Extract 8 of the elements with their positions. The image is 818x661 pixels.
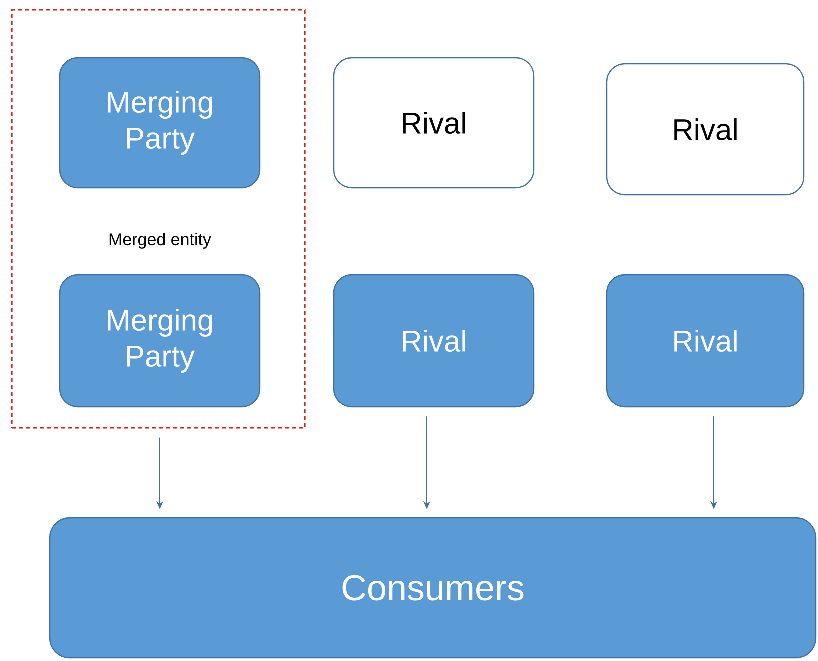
process-box: Merging Party (59, 274, 261, 408)
consumer-box: Consumers (49, 517, 817, 659)
process-box: Rival (606, 63, 805, 196)
process-box: Rival (333, 57, 535, 189)
group-label: Merged entity (110, 233, 212, 249)
process-box: Rival (333, 274, 535, 408)
process-box: Rival (606, 274, 805, 408)
process-box: Merging Party (59, 57, 261, 189)
